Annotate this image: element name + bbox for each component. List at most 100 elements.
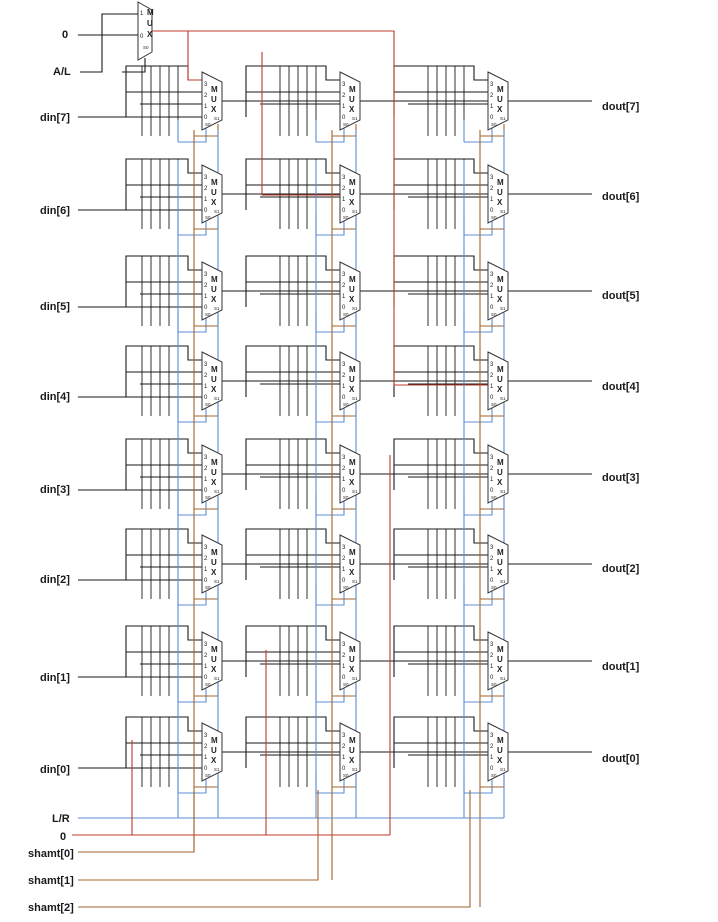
mux-body <box>339 351 361 411</box>
fanout-wire <box>125 625 202 677</box>
mux-letter: U <box>497 375 503 384</box>
fanout-wire <box>393 625 488 677</box>
mux-input-label: 0 <box>490 395 494 401</box>
mux-body <box>201 164 223 224</box>
mux-select-label: S0 <box>205 495 211 500</box>
mux-letter: U <box>497 188 503 197</box>
mux-input-label: 0 <box>342 675 346 681</box>
mux-body <box>487 164 509 224</box>
mux-letter: U <box>497 746 503 755</box>
mux-letter: U <box>497 468 503 477</box>
mux-select-label: S0 <box>343 773 349 778</box>
mux-letter: M <box>497 275 504 284</box>
mux-input-label: 2 <box>490 283 494 289</box>
mux-input-label: 3 <box>204 272 208 278</box>
mux-input-label: 3 <box>342 733 346 739</box>
shamt2-line <box>78 790 471 908</box>
mux-select-label: S1 <box>500 396 506 401</box>
mux-input-label: 1 <box>342 567 346 573</box>
mux-input-label: 2 <box>204 186 208 192</box>
label-zero-bottom: 0 <box>60 831 66 843</box>
mux-input-label: 2 <box>204 373 208 379</box>
mux-input-label: 1 <box>342 755 346 761</box>
mux-select-label: S0 <box>491 215 497 220</box>
mux-select-label: S0 <box>205 215 211 220</box>
lr-select-wire <box>464 124 493 143</box>
label-shamt-1: shamt[1] <box>28 875 74 887</box>
mux-select-label: S0 <box>491 402 497 407</box>
label-din-5: din[5] <box>40 301 70 313</box>
mux-input-label: 3 <box>490 175 494 181</box>
mux-input-label: 1 <box>204 755 208 761</box>
mux-input-label: 2 <box>490 93 494 99</box>
mux-letter: M <box>497 736 504 745</box>
fanout-wire <box>393 528 488 580</box>
mux-letter: M <box>211 645 218 654</box>
mux-letter: M <box>497 645 504 654</box>
mux-input-label: 1 <box>342 664 346 670</box>
arith-logic-wire <box>80 13 138 73</box>
mux-input-label: 1 <box>204 567 208 573</box>
mux-letter: U <box>349 746 355 755</box>
mux-input-label: 0 <box>342 395 346 401</box>
fanout-wire <box>125 438 202 490</box>
mux-input-label: 1 <box>204 664 208 670</box>
mux-select-label: S1 <box>214 676 220 681</box>
mux-letter: X <box>349 756 355 765</box>
mux-input-label: 2 <box>342 466 346 472</box>
mux-input-label: 1 <box>490 567 494 573</box>
mux-input-label: 0 <box>204 395 208 401</box>
lr-select-wire <box>316 587 345 606</box>
mux-body <box>201 534 223 594</box>
mux-letter: U <box>497 655 503 664</box>
mux-input-label: 3 <box>204 733 208 739</box>
mux-select-label: S1 <box>500 767 506 772</box>
mux-letter: U <box>211 655 217 664</box>
mux-letter: X <box>211 295 217 304</box>
mux-letter: M <box>349 178 356 187</box>
mux-input-label: 3 <box>342 175 346 181</box>
output-labels: dout[7] dout[6] dout[5] dout[4] dout[3] … <box>602 101 640 765</box>
mux-letter: X <box>211 756 217 765</box>
lr-select-wire <box>464 497 493 516</box>
lr-select-wire <box>464 217 493 236</box>
mux-select-label: S0 <box>343 312 349 317</box>
label-dout-6: dout[6] <box>602 191 640 203</box>
mux-body <box>201 722 223 782</box>
fanout-wire <box>245 65 340 117</box>
lr-select-wire <box>178 775 207 794</box>
mux-input-label: 3 <box>204 362 208 368</box>
mux-select-label: S1 <box>352 116 358 121</box>
mux-select-label: S0 <box>491 773 497 778</box>
mux-input-label: 2 <box>204 653 208 659</box>
fanout-wire <box>125 345 202 397</box>
mux-select-label: S1 <box>352 209 358 214</box>
mux-letter: U <box>349 468 355 477</box>
mux-input-label: 1 <box>490 384 494 390</box>
label-shamt-0: shamt[0] <box>28 848 74 860</box>
mux-select-label: S1 <box>500 209 506 214</box>
mux-select-label: S1 <box>500 676 506 681</box>
fanout-wire <box>393 716 488 768</box>
mux-letter: U <box>211 746 217 755</box>
fill-mux-input-0: 0 <box>140 34 144 40</box>
lr-select-wire <box>178 217 207 236</box>
mux-select-label: S1 <box>214 209 220 214</box>
fanout-wire <box>125 528 202 580</box>
label-shamt-2: shamt[2] <box>28 902 74 914</box>
mux-body <box>339 631 361 691</box>
mux-input-label: 2 <box>342 283 346 289</box>
mux-letter: M <box>497 548 504 557</box>
fill-select-mux: 1 0 M U X S0 <box>137 1 154 61</box>
mux-input-label: 0 <box>342 115 346 121</box>
mux-select-label: S1 <box>214 396 220 401</box>
